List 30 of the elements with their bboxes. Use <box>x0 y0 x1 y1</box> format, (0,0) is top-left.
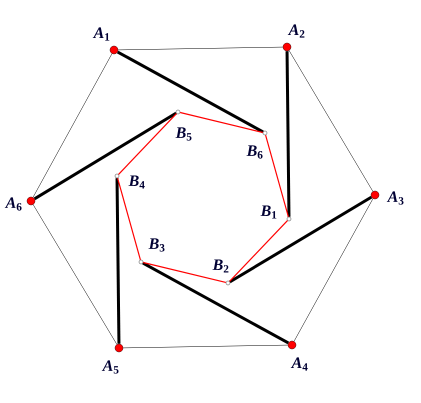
line-segment <box>142 262 290 344</box>
line-segment <box>118 113 177 175</box>
point-label: B$_{1}$ <box>260 205 276 219</box>
line-segment <box>34 112 177 200</box>
point-label: A$_{1}$ <box>92 27 110 41</box>
line-segment <box>143 262 226 284</box>
point-label: A$_{3}$ <box>386 191 404 205</box>
point-label: B$_{2}$ <box>212 259 228 273</box>
point-label: B$_{3}$ <box>148 238 164 252</box>
line-segment <box>286 51 290 217</box>
point-label: A$_{2}$ <box>288 24 304 38</box>
point-label: A$_{4}$ <box>290 357 308 371</box>
line-segment <box>229 220 288 282</box>
line-segment <box>32 53 112 198</box>
point-label: A$_{6}$ <box>4 197 22 211</box>
line-segment <box>118 46 284 50</box>
point-label: B$_{6}$ <box>246 145 263 159</box>
line-segment <box>117 178 141 260</box>
point-label: B$_{4}$ <box>128 175 145 189</box>
line-segment <box>116 178 120 344</box>
line-segment <box>32 204 118 345</box>
line-segment <box>265 134 289 218</box>
line-segment <box>116 50 264 134</box>
point-label: B$_{5}$ <box>175 127 192 141</box>
line-segment <box>288 50 374 192</box>
line-segment <box>294 198 374 342</box>
line-segment <box>122 344 288 348</box>
point-label: A$_{5}$ <box>102 360 118 374</box>
line-segment <box>180 112 263 134</box>
line-segment <box>229 196 372 284</box>
